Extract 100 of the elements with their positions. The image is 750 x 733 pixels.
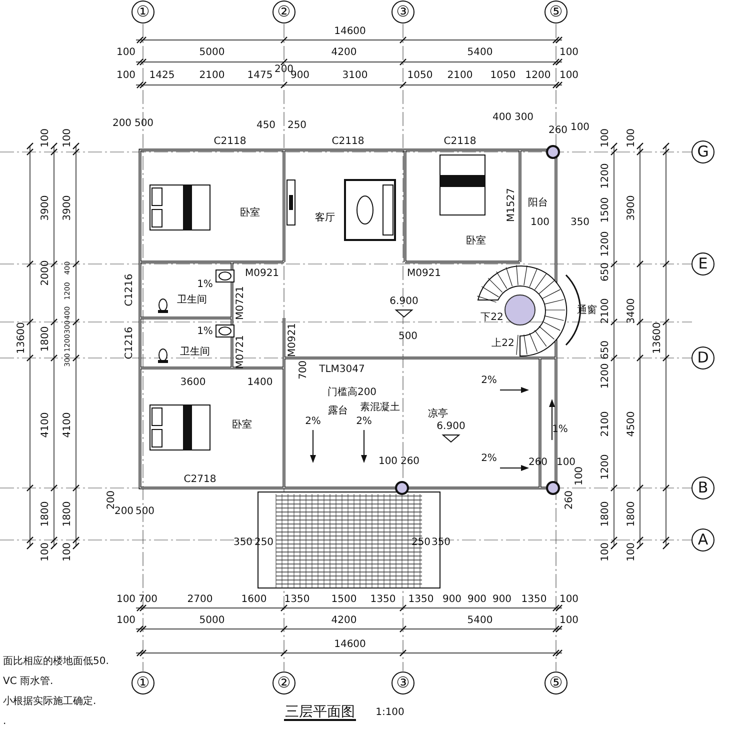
material-note: 素混凝土 [359, 403, 401, 413]
slope-mark: 2% [480, 376, 498, 386]
dimension-text: 13600 [17, 321, 27, 355]
room-name: 卫生间 [179, 346, 211, 358]
dimension-text: 260 [565, 489, 575, 511]
dimension-text: 13600 [653, 321, 663, 355]
dimension-text: 1475 [246, 71, 274, 81]
room-name: 露台 [327, 406, 349, 416]
dimension-text: 450 [255, 121, 277, 131]
note-text: . [2, 717, 8, 727]
room-name: 卫生间 [176, 294, 208, 306]
dimension-text: 3900 [627, 194, 637, 222]
dimension-text: 1350 [520, 595, 548, 605]
dimension-text: 3100 [341, 71, 369, 81]
window-code: C2718 [182, 475, 218, 485]
dimension-text: 1800 [63, 500, 73, 528]
dimension-text: 200 [114, 507, 135, 517]
dimension-text: 2100 [446, 71, 474, 81]
dimension-text: 1400 [246, 378, 274, 388]
dimension-text: 3900 [41, 194, 51, 222]
dimension-text: 4100 [63, 411, 73, 439]
dimension-text: 1800 [601, 500, 611, 528]
room-name: 凉亭 [427, 408, 449, 420]
dimension-text: 100 [627, 127, 637, 149]
dimension-text: 1800 [41, 325, 51, 353]
note-text: 面比相应的楼地面低50. [2, 657, 110, 667]
dimension-text: 100 [63, 127, 73, 149]
stair-note: 下22 [480, 313, 504, 323]
window-code: C2118 [442, 137, 478, 147]
dimension-text: 3400 [627, 297, 637, 325]
dimension-text: 500 [133, 119, 155, 129]
axis-label: A [696, 532, 710, 548]
dimension-text: 100 [555, 458, 576, 468]
dimension-text: 100 [558, 595, 580, 605]
dimension-text: 100 [575, 466, 585, 487]
dimension-text: 100 [377, 457, 399, 467]
axis-label: ② [276, 676, 292, 690]
axis-label: ⑤ [548, 4, 564, 20]
window-code: C1216 [125, 326, 135, 360]
note-text: 门槛高200 [326, 388, 378, 398]
dimension-text: 1425 [148, 71, 176, 81]
door-code: M0921 [288, 322, 298, 358]
dimension-text: 250 [286, 121, 308, 131]
window-code: C2118 [212, 137, 248, 147]
dimension-text: 350 [569, 218, 591, 228]
dimension-text: 100 [558, 71, 580, 81]
dimension-text: 1200 [601, 453, 611, 481]
room-name: 卧室 [239, 208, 261, 218]
dimension-text: 5400 [466, 616, 494, 626]
slope-mark: 2% [304, 417, 322, 427]
axis-label: ② [276, 4, 292, 20]
dimension-text: 1350 [407, 595, 435, 605]
note-text: VC 雨水管. [2, 677, 54, 687]
door-code: M0721 [236, 334, 246, 370]
axis-label: B [696, 480, 710, 496]
dimension-text: 1800 [41, 500, 51, 528]
dimension-text: 100 [558, 48, 580, 58]
dimension-text: 100 [41, 127, 51, 149]
dimension-text: 3600 [179, 378, 207, 388]
dimension-text: 100 [115, 616, 137, 626]
dimension-text: 1200 [601, 362, 611, 390]
scale-text: 1:100 [374, 708, 406, 718]
room-name: 卧室 [465, 236, 487, 246]
axis-label: G [696, 144, 710, 160]
dimension-text: 5000 [198, 616, 226, 626]
dimension-text: 1600 [240, 595, 268, 605]
dimension-text: 900 [290, 71, 311, 81]
dimension-text: 700 [299, 359, 309, 381]
dimension-text: 2100 [198, 71, 226, 81]
dimension-text: 250 [410, 538, 432, 548]
dimension-text: 100 [115, 71, 137, 81]
dimension-text: 400 [491, 113, 513, 123]
stair-note: 上22 [490, 339, 516, 349]
dimension-text: 100 [41, 541, 51, 563]
window-code: C2118 [330, 137, 366, 147]
dimension-text: 2100 [601, 297, 611, 325]
note-text: 小根据实际施工确定. [2, 697, 98, 707]
dimension-text: 1500 [330, 595, 358, 605]
slope-mark: 1% [196, 327, 214, 337]
dimension-text: 4100 [41, 411, 51, 439]
dimension-text: 1050 [406, 71, 434, 81]
dimension-text: 900 [441, 595, 463, 605]
window-code: C1216 [125, 272, 135, 308]
axis-label: ① [135, 676, 151, 690]
dimension-text: 1200 [601, 162, 611, 190]
dimension-text: 14600 [333, 27, 367, 37]
axis-label: ③ [395, 4, 411, 20]
dimension-text: 2100 [601, 410, 611, 438]
elevation-mark: 6.900 [388, 297, 420, 307]
axis-label: ⑤ [548, 676, 564, 690]
dimension-text: 700 [137, 595, 159, 605]
door-code: M1527 [507, 186, 517, 224]
elevation-mark: 6.900 [436, 422, 466, 432]
dimension-text: 260 [399, 457, 421, 467]
dimension-text: 100 [569, 123, 591, 133]
drawing-title: 三层平面图 [284, 705, 356, 721]
dimension-text: 900 [491, 595, 513, 605]
dimension-text: 500 [397, 332, 419, 342]
slope-mark: 1% [196, 280, 214, 290]
dimension-text: 500 [134, 507, 156, 517]
